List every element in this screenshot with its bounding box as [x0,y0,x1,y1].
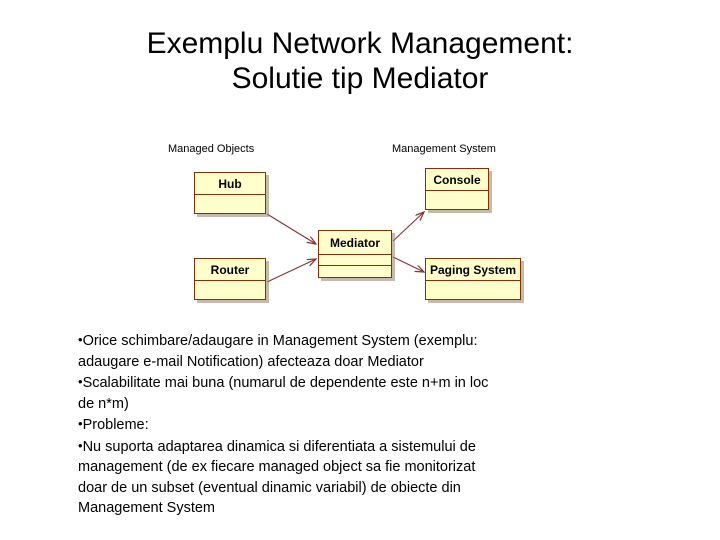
uml-box-console[interactable]: Console [425,168,489,210]
bullet-marker: • [78,332,83,347]
body-line-text: adaugare e-mail Notification) afecteaza … [78,353,424,370]
uml-box-router-label: Router [195,259,265,281]
uml-box-paging-system-compartment [426,281,520,300]
column-header-managed-objects: Managed Objects [168,143,255,155]
uml-box-console-compartment [426,191,488,210]
body-line: •Orice schimbare/adaugare in Management … [78,330,638,352]
body-line: Management System [78,498,638,519]
body-line-text: Nu suporta adaptarea dinamica si diferen… [82,438,476,455]
body-line: •Nu suporta adaptarea dinamica si difere… [78,436,638,458]
bullet-marker: • [78,437,83,453]
arrow-hub-to-mediator [266,213,316,244]
uml-box-router[interactable]: Router [194,258,266,300]
column-header-management-system: Management System [392,143,496,155]
arrow-mediator-to-paging-system [392,256,424,272]
page-title-line-1: Exemplu Network Management: [146,27,574,60]
arrow-router-to-mediator [266,259,316,283]
body-line-text: Probleme: [82,417,149,433]
mediator-diagram: Managed Objects Management System Hub Ro… [0,130,720,320]
uml-box-hub[interactable]: Hub [194,172,266,214]
body-line: adaugare e-mail Notification) afecteaza … [78,352,638,373]
page-title-line-2: Solutie tip Mediator [231,62,489,95]
uml-box-console-label: Console [426,169,488,191]
body-text: •Orice schimbare/adaugare in Management … [78,330,638,519]
body-line-text: management (de ex fiecare managed object… [78,459,476,475]
uml-box-router-compartment [195,281,265,300]
body-line-text: de n*m) [78,395,129,412]
uml-box-mediator-compartment-1 [319,255,391,266]
uml-box-hub-compartment [195,195,265,214]
bullet-marker: • [78,416,83,431]
body-line: •Probleme: [78,414,638,436]
body-line: •Scalabilitate mai buna (numarul de depe… [78,372,638,394]
bullet-marker: • [78,374,83,389]
page-title: Exemplu Network Management: Solutie tip … [50,26,670,96]
uml-box-mediator[interactable]: Mediator [318,230,392,278]
uml-box-paging-system-label: Paging System [426,259,520,281]
uml-box-mediator-compartment-2 [319,266,391,277]
body-line-text: Orice schimbare/adaugare in Management S… [82,333,478,349]
uml-box-paging-system[interactable]: Paging System [425,258,521,300]
uml-box-hub-label: Hub [195,173,265,195]
body-line: doar de un subset (eventual dinamic vari… [78,478,638,499]
uml-box-mediator-label: Mediator [319,231,391,255]
body-line-text: doar de un subset (eventual dinamic vari… [78,479,461,496]
body-line: de n*m) [78,394,638,415]
body-line-text: Scalabilitate mai buna (numarul de depen… [82,375,489,391]
body-line-text: Management System [78,500,216,516]
body-line: management (de ex fiecare managed object… [78,457,638,478]
arrow-mediator-to-console [392,212,424,242]
connector-arrows [266,130,720,283]
